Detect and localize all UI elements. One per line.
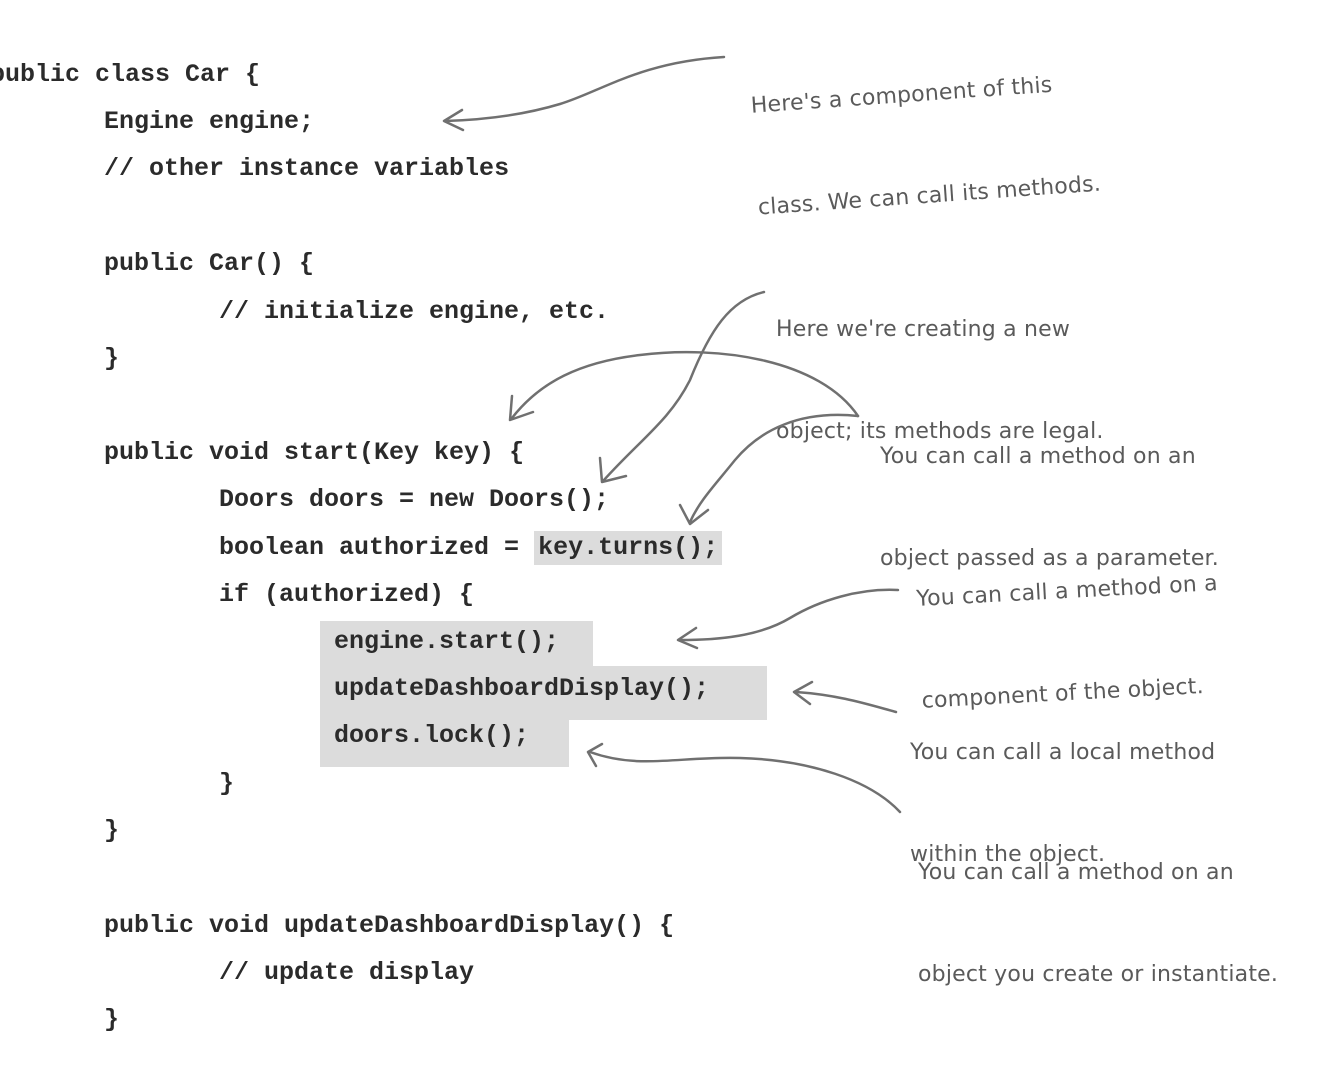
code-line-constructor-close: } [104, 344, 120, 373]
code-line-update-dashboard-call: updateDashboardDisplay(); [334, 674, 710, 703]
annotation-parameter-line-1: You can call a method on an [880, 444, 1196, 469]
code-key-turns: key.turns(); [534, 531, 723, 565]
annotation-local-method: You can call a local method within the o… [910, 668, 1215, 906]
annotation-new-object-line-1: Here we're creating a new [776, 317, 1071, 342]
annotation-instantiate-line-2: object you create or instantiate. [918, 962, 1279, 987]
annotation-component-line-2: class. We can call its methods. [757, 171, 1102, 221]
annotation-parameter: You can call a method on an object passe… [880, 372, 1219, 610]
arrow-to-doors-lock [588, 750, 902, 814]
arrowhead-update-dashboard [792, 680, 814, 706]
code-line-if: if (authorized) { [219, 580, 475, 609]
arrowhead-doors-lock [586, 742, 604, 768]
arrowhead-key-turns [678, 503, 710, 526]
annotation-instantiate-line-1: You can call a method on an [918, 860, 1234, 885]
code-line-init-comment: // initialize engine, etc. [219, 297, 610, 326]
highlight-update-dashboard [320, 666, 767, 720]
arrow-to-engine-start [678, 588, 900, 642]
annotation-local-method-line-2: within the object. [910, 842, 1106, 867]
arrow-to-new-doors [602, 290, 766, 482]
annotation-parameter-line-2: object passed as a parameter. [880, 546, 1219, 571]
code-line-start-method: public void start(Key key) { [104, 438, 525, 467]
annotation-new-object: Here we're creating a new object; its me… [776, 245, 1104, 483]
highlight-doors-lock [320, 720, 569, 767]
annotation-component: Here's a component of this class. We can… [745, 0, 1104, 259]
code-line-class-decl: public class Car { [0, 60, 261, 89]
code-line-engine-start: engine.start(); [334, 627, 560, 656]
arrowhead-engine-field [442, 108, 465, 132]
annotation-component-call-line-1: You can call a method on a [915, 571, 1219, 612]
arrowhead-new-doors [598, 456, 628, 484]
arrowhead-key-param [508, 394, 535, 422]
code-line-other-vars-comment: // other instance variables [104, 154, 510, 183]
highlight-engine-start [320, 621, 593, 666]
code-line-if-close: } [219, 769, 235, 798]
arrow-to-update-dashboard [794, 690, 898, 714]
code-line-doors-lock: doors.lock(); [334, 721, 530, 750]
code-line-update-dashboard-close: } [104, 1005, 120, 1034]
annotation-new-object-line-2: object; its methods are legal. [776, 419, 1104, 444]
annotation-instantiate: You can call a method on an object you c… [918, 788, 1278, 1026]
code-line-update-display-comment: // update display [219, 958, 475, 987]
arrow-to-engine-field [443, 55, 726, 123]
code-line-update-dashboard-decl: public void updateDashboardDisplay() { [104, 911, 675, 940]
code-line-doors-new: Doors doors = new Doors(); [219, 485, 610, 514]
code-line-authorized: boolean authorized = key.turns(); [219, 531, 723, 565]
annotation-local-method-line-1: You can call a local method [910, 740, 1216, 765]
code-line-constructor: public Car() { [104, 249, 315, 278]
code-authorized-assign: boolean authorized = [219, 533, 535, 562]
code-line-start-close: } [104, 816, 120, 845]
code-line-engine-field: Engine engine; [104, 107, 315, 136]
annotation-component-line-1: Here's a component of this [750, 72, 1054, 119]
arrowhead-engine-start [676, 626, 699, 650]
